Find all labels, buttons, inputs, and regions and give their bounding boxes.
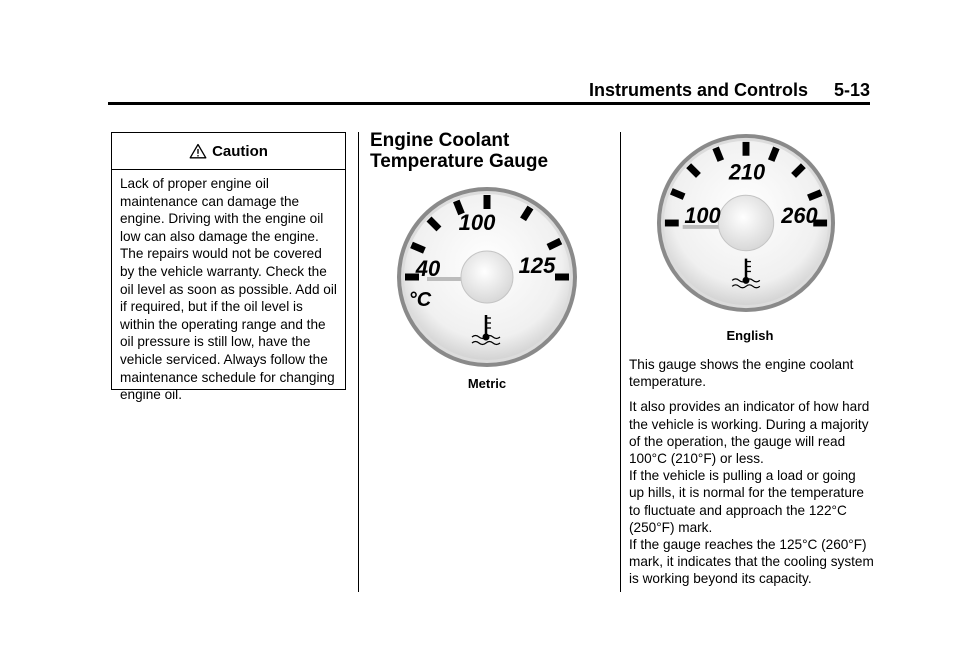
gauge-unit-label: °C — [409, 289, 432, 311]
coolant-temperature-icon — [471, 315, 501, 346]
english-caption: English — [726, 328, 774, 343]
caution-title: Caution — [212, 142, 268, 160]
metric-caption: Metric — [467, 376, 507, 391]
section-title: Instruments and Controls — [588, 80, 808, 100]
column-divider-right — [620, 132, 621, 592]
section-heading: Engine Coolant Temperature Gauge — [370, 130, 610, 172]
gauge-tick — [791, 163, 806, 178]
gauge-tick — [546, 237, 563, 251]
gauge-tick — [767, 146, 780, 162]
gauge-tick — [426, 216, 442, 232]
caution-text: Lack of proper engine oil maintenance ca… — [120, 176, 337, 403]
gauge-tick — [520, 205, 534, 222]
gauge-label-high: 125 — [519, 253, 556, 278]
gauge-tick — [669, 188, 686, 200]
gauge-tick — [807, 189, 823, 202]
page-number: 5-13 — [833, 80, 870, 100]
paragraph-1: This gauge shows the engine coolant temp… — [629, 357, 854, 390]
gauge-hub — [717, 194, 775, 252]
gauge-tick — [410, 241, 426, 254]
paragraph-4: If the gauge reaches the 125°C (260°F) m… — [629, 537, 874, 587]
metric-coolant-gauge: 100 40 125 °C — [397, 187, 577, 367]
page-header: Instruments and Controls 5-13 — [560, 80, 870, 101]
gauge-tick — [686, 163, 701, 178]
gauge-label-low: 40 — [415, 256, 441, 281]
header-rule — [108, 102, 870, 105]
gauge-hub — [460, 250, 514, 304]
caution-box: Caution Lack of proper engine oil mainte… — [111, 132, 346, 402]
gauge-ticks — [664, 141, 828, 227]
column-divider-left — [358, 132, 359, 592]
paragraph-3: If the vehicle is pulling a load or goin… — [629, 468, 864, 535]
gauge-tick — [453, 199, 465, 216]
gauge-tick — [712, 146, 725, 162]
gauge-label-mid: 100 — [459, 210, 496, 235]
paragraph-2: It also provides an indicator of how har… — [629, 399, 870, 467]
section-heading-line1: Engine Coolant — [370, 130, 510, 151]
gauge-label-high: 260 — [780, 203, 817, 228]
section-heading-line2: Temperature Gauge — [370, 151, 549, 172]
gauge-ticks — [405, 195, 569, 281]
warning-icon — [189, 143, 207, 159]
body-text: This gauge shows the engine coolant temp… — [629, 356, 874, 588]
gauge-label-low: 100 — [684, 203, 720, 228]
gauge-label-mid: 210 — [728, 159, 765, 184]
coolant-temperature-icon — [731, 258, 761, 289]
english-coolant-gauge: 210 100 260 — [656, 133, 836, 313]
caution-header: Caution — [112, 133, 345, 170]
